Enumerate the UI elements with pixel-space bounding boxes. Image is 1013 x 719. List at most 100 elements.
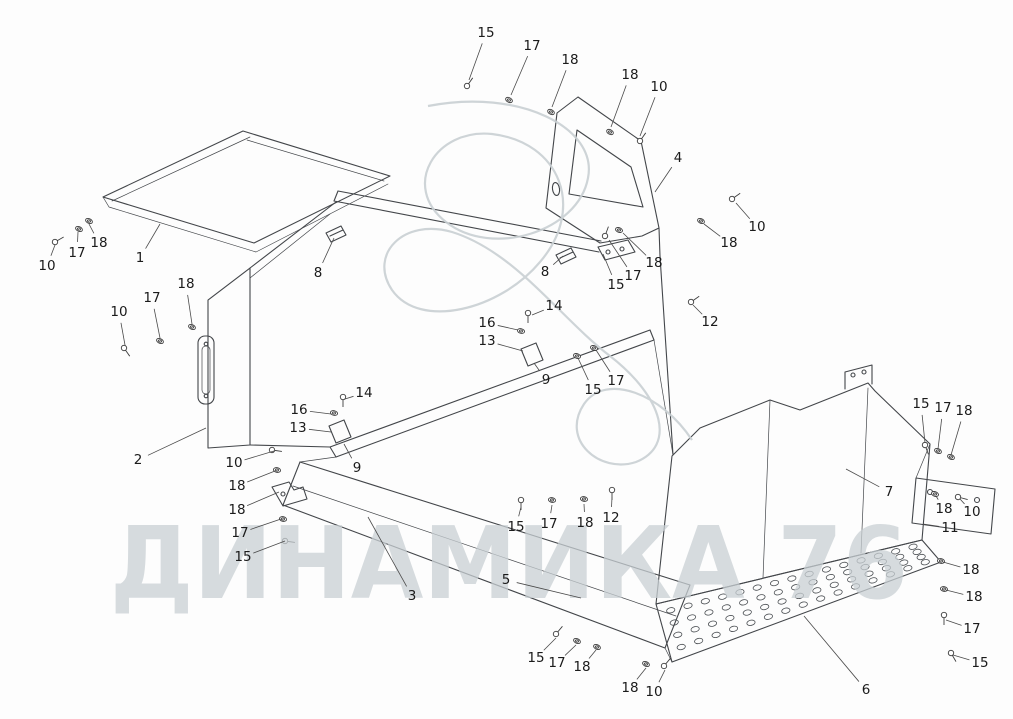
leader-line bbox=[250, 518, 282, 530]
floor-hole bbox=[791, 584, 801, 591]
floor-hole bbox=[718, 593, 728, 600]
callout-label: 17 bbox=[68, 245, 85, 261]
callout-label: 18 bbox=[962, 562, 979, 578]
callout-label: 18 bbox=[955, 403, 972, 419]
callout-label: 10 bbox=[110, 304, 127, 320]
callout-9: 9 bbox=[533, 362, 551, 388]
swirl-watermark-icon bbox=[383, 100, 693, 466]
callout-17: 17 bbox=[595, 349, 625, 389]
callout-17: 17 bbox=[608, 239, 642, 284]
washer-icon bbox=[547, 497, 557, 503]
callout-15: 15 bbox=[602, 253, 625, 293]
callout-7: 7 bbox=[845, 468, 893, 500]
callout-label: 17 bbox=[540, 516, 557, 532]
leader-line bbox=[564, 644, 577, 656]
floor-hole bbox=[694, 637, 704, 645]
leader-line bbox=[147, 427, 207, 456]
washer-icon bbox=[642, 660, 650, 668]
floor-hole bbox=[868, 577, 878, 584]
diagram-line-art bbox=[102, 96, 996, 663]
callout-10: 10 bbox=[735, 202, 766, 235]
floor-hole bbox=[794, 592, 804, 600]
floor-hole bbox=[752, 584, 762, 591]
leader-line bbox=[247, 470, 276, 483]
callout-18: 18 bbox=[935, 495, 953, 517]
floor-hole bbox=[798, 601, 808, 608]
leader-line bbox=[543, 637, 557, 651]
callout-18: 18 bbox=[945, 589, 983, 605]
washer-icon bbox=[590, 345, 598, 351]
washer-icon bbox=[188, 323, 196, 331]
callout-11: 11 bbox=[922, 520, 959, 536]
leader-line bbox=[950, 421, 962, 456]
leader-line bbox=[367, 516, 407, 587]
bolt-icon bbox=[636, 132, 647, 145]
floor-hole bbox=[777, 598, 787, 605]
floor-hole bbox=[920, 559, 930, 566]
callout-label: 17 bbox=[934, 400, 951, 416]
callout-9: 9 bbox=[343, 443, 362, 476]
washer-icon bbox=[934, 447, 942, 455]
leader-line bbox=[551, 70, 567, 108]
floor-hole bbox=[808, 579, 818, 586]
floor-hole bbox=[683, 602, 693, 609]
washer-icon bbox=[615, 227, 623, 233]
callout-12: 12 bbox=[692, 304, 719, 330]
perforated-floor-holes bbox=[666, 543, 930, 651]
floor-hole bbox=[704, 609, 714, 616]
callout-17: 17 bbox=[945, 619, 981, 637]
callout-label: 14 bbox=[355, 385, 372, 401]
leader-line bbox=[595, 349, 611, 372]
callout-17: 17 bbox=[231, 518, 282, 541]
callout-15: 15 bbox=[577, 357, 602, 398]
floor-hole bbox=[885, 571, 895, 578]
bolt-icon bbox=[921, 441, 929, 455]
bolt-icon bbox=[728, 192, 741, 203]
callout-18: 18 bbox=[621, 667, 647, 696]
leader-line bbox=[253, 540, 286, 554]
callout-18: 18 bbox=[88, 223, 108, 251]
callout-label: 9 bbox=[542, 372, 551, 388]
floor-hole bbox=[851, 583, 861, 590]
leader-line bbox=[577, 357, 589, 381]
floor-hole bbox=[856, 557, 866, 564]
floor-hole bbox=[669, 619, 679, 626]
floor-hole bbox=[756, 594, 766, 601]
callout-label: 10 bbox=[645, 684, 662, 700]
floor-hole bbox=[908, 543, 918, 550]
leader-line bbox=[244, 450, 275, 461]
callout-17: 17 bbox=[510, 38, 541, 96]
leader-line bbox=[945, 589, 964, 595]
callout-label: 9 bbox=[353, 460, 362, 476]
callout-label: 18 bbox=[177, 276, 194, 292]
floor-hole bbox=[711, 631, 721, 639]
floor-hole bbox=[760, 603, 770, 611]
callout-label: 3 bbox=[408, 588, 417, 604]
bolt-icon bbox=[940, 611, 948, 625]
callout-3: 3 bbox=[367, 516, 417, 604]
callout-18: 18 bbox=[573, 649, 597, 675]
callout-15: 15 bbox=[234, 540, 286, 565]
callout-18: 18 bbox=[551, 52, 579, 108]
washer-icon bbox=[573, 637, 581, 645]
callout-18: 18 bbox=[228, 470, 276, 494]
callout-label: 6 bbox=[862, 682, 871, 698]
callout-17: 17 bbox=[934, 400, 952, 450]
floor-hole bbox=[839, 561, 849, 569]
callout-18: 18 bbox=[942, 561, 980, 578]
callout-label: 2 bbox=[134, 452, 143, 468]
callout-label: 1 bbox=[136, 250, 145, 266]
callout-label: 12 bbox=[602, 510, 619, 526]
washer-icon bbox=[278, 516, 288, 522]
callout-5: 5 bbox=[502, 572, 582, 599]
floor-hole bbox=[700, 598, 710, 605]
floor-hole bbox=[812, 587, 822, 594]
floor-hole bbox=[881, 565, 891, 572]
callout-label: 10 bbox=[650, 79, 667, 95]
callout-10: 10 bbox=[639, 79, 668, 137]
floor-hole bbox=[891, 548, 901, 555]
callout-label: 8 bbox=[314, 265, 323, 281]
callout-label: 15 bbox=[507, 519, 524, 535]
washer-icon bbox=[606, 128, 614, 136]
